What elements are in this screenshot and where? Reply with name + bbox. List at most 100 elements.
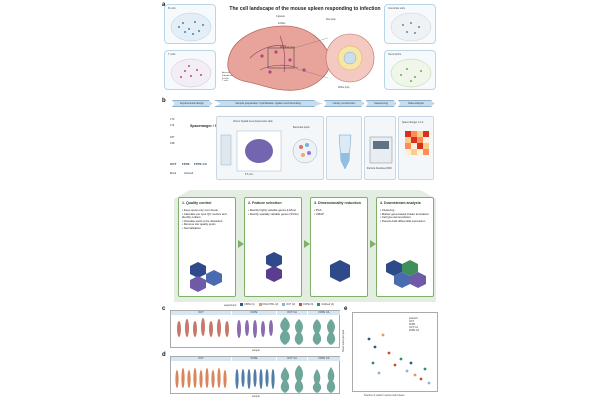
workflow-card-list: Keep spots only over tissue Calculate pe… bbox=[182, 208, 236, 231]
list-item: Identify highly variable genes (HVGs) bbox=[248, 208, 302, 213]
scatter-point bbox=[427, 381, 431, 385]
mini-map-label: T cells bbox=[168, 53, 176, 56]
scatter-point bbox=[371, 361, 375, 365]
scientific-figure: a The cell landscape of the mouse spleen… bbox=[160, 0, 440, 400]
workflow-card-title: 1. Quality control bbox=[182, 201, 212, 205]
workflow-card-list: Identify highly variable genes (HVGs) Id… bbox=[248, 208, 302, 217]
legend-title: experiment bbox=[224, 303, 237, 307]
mini-map-label: Neutrophils bbox=[388, 53, 402, 56]
panel-letter-e: e bbox=[344, 306, 348, 312]
list-item: Normalisation bbox=[182, 226, 236, 231]
slide-label: Visium Spatial Gene Expression slide bbox=[233, 120, 273, 123]
legend-swatch bbox=[317, 303, 321, 307]
library-box bbox=[326, 116, 362, 180]
list-item: Marker gene-based cluster annotation bbox=[380, 212, 434, 217]
legend-label: OCT bbox=[409, 320, 415, 323]
scatter-point bbox=[381, 333, 385, 337]
mini-map-neutrophils: Neutrophils bbox=[384, 50, 436, 90]
step-sequencing: Sequencing bbox=[366, 100, 396, 107]
x-axis-label: sample bbox=[252, 395, 260, 398]
workflow-card-downstream-analysis: 4. Downstream analysis Clustering Marker… bbox=[376, 197, 434, 297]
facet-strip: FFPE CA bbox=[308, 357, 340, 361]
workflow-card-title: 3. Dimensionality reduction bbox=[314, 201, 361, 205]
workflow-card-title: 2. Feature selection bbox=[248, 201, 282, 205]
legend-swatch bbox=[282, 303, 286, 307]
mini-map-b-cells: B cells bbox=[164, 4, 216, 44]
scatter-point bbox=[419, 377, 423, 381]
workflow-card-quality-control: 1. Quality control Keep spots only over … bbox=[178, 197, 236, 297]
tool-hex-icons bbox=[330, 260, 350, 282]
facet-strip: OCT bbox=[171, 311, 231, 315]
legend-label: OCT CA bbox=[409, 326, 418, 329]
pipeline-graphics: 173 174 187 198 OCT FFPE FFPE CA Mock In… bbox=[170, 110, 434, 188]
callout-capsule: Capsule bbox=[276, 15, 285, 18]
legend-label: FFPE CA bbox=[409, 329, 420, 332]
arrow-icon bbox=[370, 240, 376, 248]
legend-label: OCT (2) bbox=[286, 303, 296, 307]
list-item: Pseudo-bulk differential expression bbox=[380, 219, 434, 224]
workflow-card-title: 4. Downstream analysis bbox=[380, 201, 421, 205]
facet-strip: OCT CA bbox=[277, 311, 307, 315]
scale-label: 6.5 mm bbox=[245, 173, 253, 176]
legend-item: T cells bbox=[222, 80, 229, 83]
list-item: Identify spatially variable genes (SVGs) bbox=[248, 212, 302, 217]
step-experimental-design: Experimental design bbox=[172, 100, 212, 107]
panel-a-legend: Arteriole Fibroblasts B cells T cells bbox=[222, 72, 262, 83]
facet-strip: FFPE bbox=[232, 311, 276, 315]
legend-label: KOinCTRL (2) bbox=[262, 303, 279, 307]
table-header: FFPE CA bbox=[194, 162, 207, 166]
list-item: Remove low quality spots bbox=[182, 223, 236, 227]
tool-hex-icons bbox=[386, 260, 426, 288]
b-cell-map-graphic bbox=[170, 12, 212, 42]
step-sample-preparation: Sample preparation: hybridisation, ligat… bbox=[214, 100, 322, 107]
sample-prep-box: Visium Spatial Gene Expression slide 6.5… bbox=[216, 116, 324, 180]
table-header: FFPE bbox=[182, 162, 190, 166]
scatter-point bbox=[393, 363, 397, 367]
tube-graphic bbox=[338, 134, 352, 170]
legend-item: B cells bbox=[222, 77, 229, 80]
slide-and-spots-graphic bbox=[220, 130, 318, 172]
table-value: 173 bbox=[170, 118, 175, 121]
legend-label: FFPE (3) bbox=[303, 303, 314, 307]
facet-strip: FFPE CA bbox=[308, 311, 340, 315]
legend-swatch bbox=[299, 303, 303, 307]
facet-strip: FFPE bbox=[232, 357, 276, 361]
legend-title: protocol bbox=[409, 317, 418, 320]
facet-strip: OCT CA bbox=[277, 357, 307, 361]
list-item: UMAP bbox=[314, 212, 368, 217]
scatter-point bbox=[405, 369, 409, 373]
workflow-card-dimensionality-reduction: 3. Dimensionality reduction PCA UMAP bbox=[310, 197, 368, 297]
heatmap-graphic bbox=[405, 131, 429, 155]
mini-map-interstitial: Interstitial cells bbox=[384, 4, 436, 44]
table-value: 174 bbox=[170, 124, 175, 127]
neutrophil-map-graphic bbox=[390, 58, 432, 88]
step-data-analysis: Data analysis bbox=[398, 100, 434, 107]
step-library-construction: Library construction bbox=[324, 100, 364, 107]
analysis-box: Space Ranger 2.1.0 bbox=[398, 116, 434, 180]
y-axis-label: Mean reads per spot bbox=[342, 330, 345, 352]
legend-swatch bbox=[240, 303, 244, 307]
table-row-label: Mock bbox=[170, 172, 177, 175]
scatter-point bbox=[423, 367, 427, 371]
scatter-point bbox=[399, 357, 403, 361]
pipeline-steps: Experimental design Sample preparation: … bbox=[172, 100, 434, 108]
list-item: PCA bbox=[314, 208, 368, 213]
tool-hex-icons bbox=[190, 262, 222, 292]
scatter-point bbox=[387, 351, 391, 355]
legend-item: Fibroblasts bbox=[222, 74, 233, 77]
panel-letter-c: c bbox=[162, 306, 166, 312]
list-item: Clustering bbox=[380, 208, 434, 213]
spots-label: Barcoded spots bbox=[293, 126, 310, 129]
sequencer-label: Illumina NovaSeq 6000 bbox=[367, 167, 392, 170]
legend-label: CAfixed (4) bbox=[321, 303, 334, 307]
scatter-point bbox=[409, 361, 413, 365]
protocol-legend: protocol OCT FFPE OCT CA FFPE CA bbox=[409, 317, 419, 332]
facet-strip: OCT bbox=[171, 357, 231, 361]
sequencer-box: Illumina NovaSeq 6000 bbox=[364, 116, 396, 180]
experiment-legend: experiment FFPE (1) KOinCTRL (2) OCT (2)… bbox=[224, 302, 424, 308]
scatter-point bbox=[413, 373, 417, 377]
scatter-plot-e bbox=[367, 333, 431, 385]
legend-entry: FFPE (1) bbox=[240, 303, 255, 307]
workflow-card-feature-selection: 2. Feature selection Identify highly var… bbox=[244, 197, 302, 297]
scatter-point bbox=[377, 371, 381, 375]
